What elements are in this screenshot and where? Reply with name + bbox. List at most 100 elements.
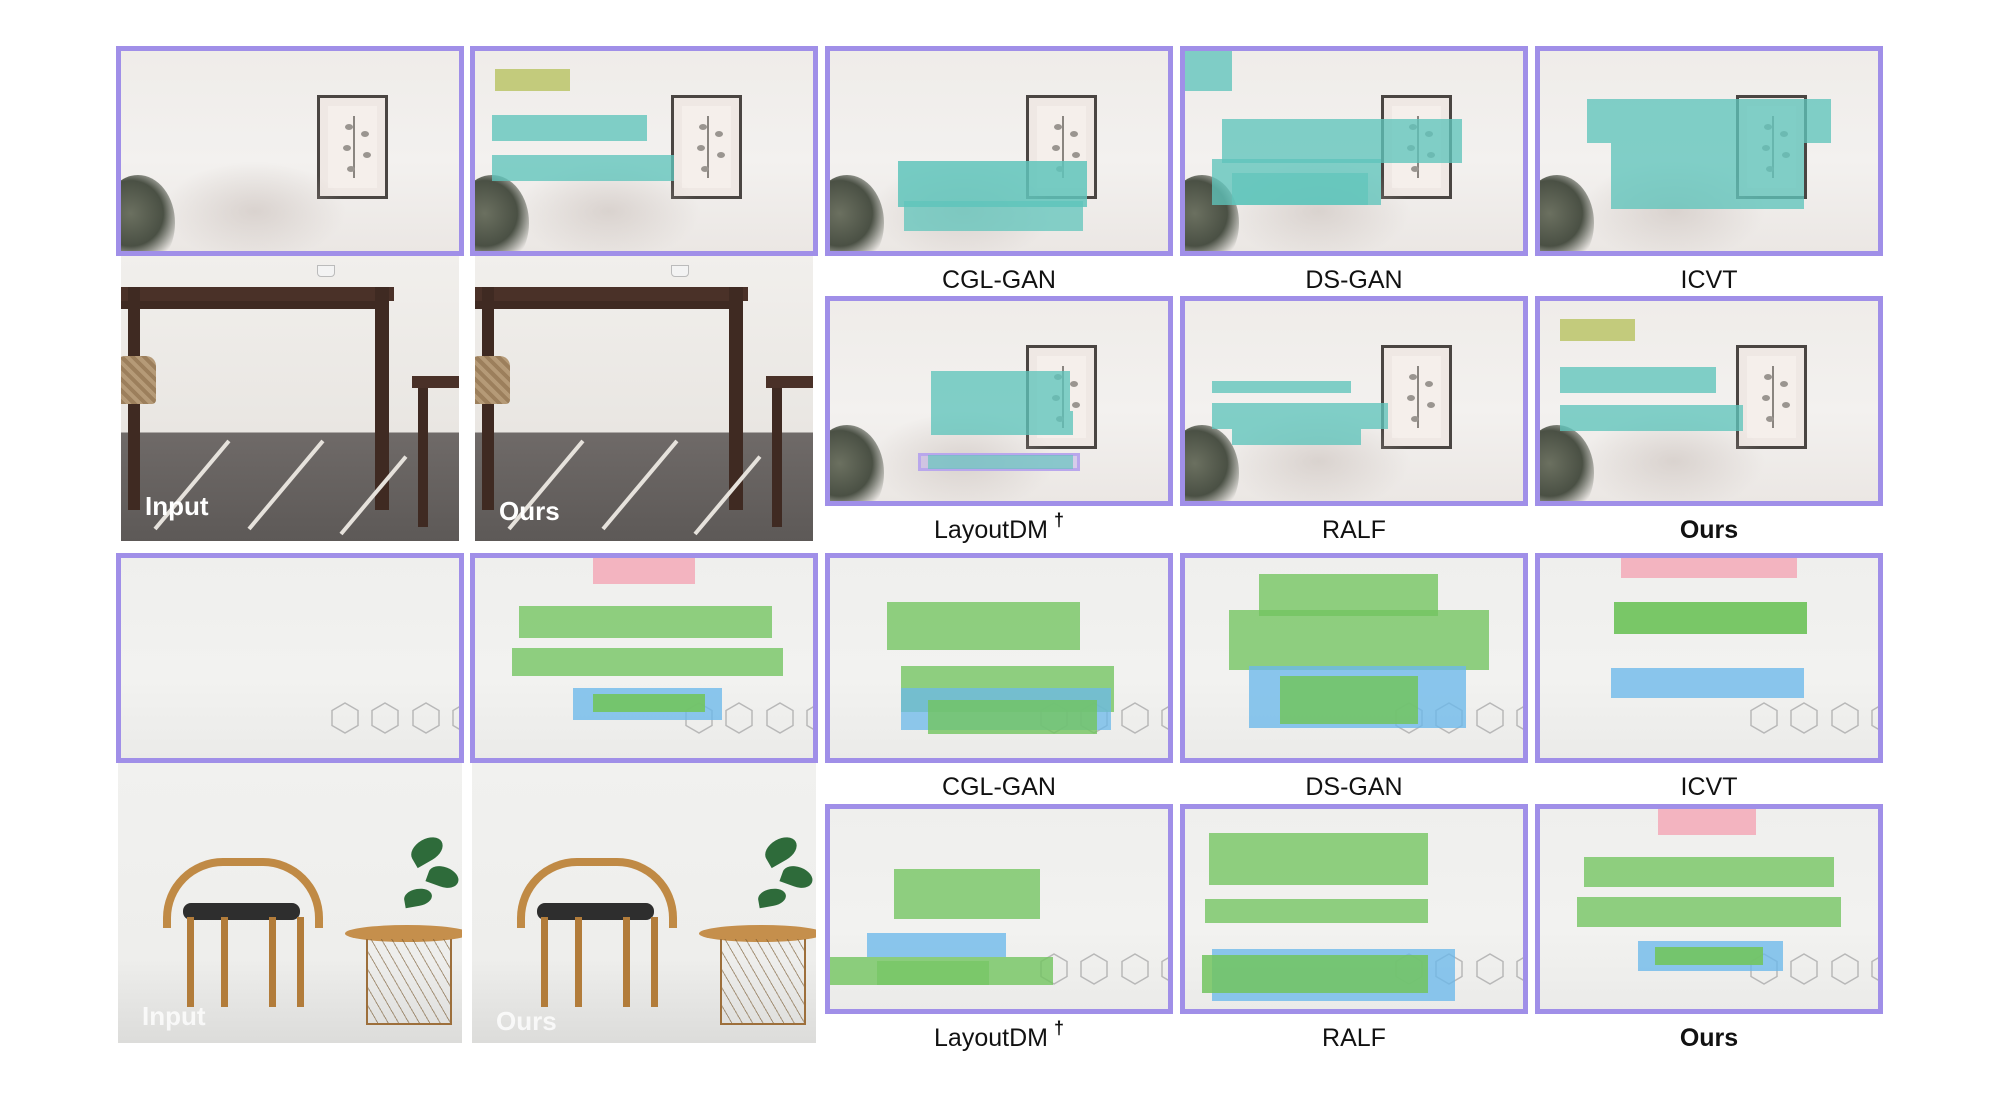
caption: LayoutDM† xyxy=(825,510,1173,545)
caption: ICVT xyxy=(1535,773,1883,802)
text-box xyxy=(1614,602,1808,634)
ours-crop-1 xyxy=(470,46,818,256)
table-leg xyxy=(728,287,743,510)
chair-leg xyxy=(623,917,631,1007)
text-box xyxy=(1212,403,1388,429)
text-box xyxy=(1610,175,1804,209)
chair-leg xyxy=(296,917,304,1007)
text-box xyxy=(1222,119,1463,163)
caption-text: LayoutDM xyxy=(934,516,1048,544)
dagger-mark: † xyxy=(1053,510,1064,530)
text-box xyxy=(1560,367,1716,393)
picture-leaf xyxy=(696,144,705,151)
hexagon-outline-icon xyxy=(1161,957,1168,981)
chair-seat xyxy=(765,375,813,388)
image-label: Input xyxy=(142,1001,206,1031)
hexagon-outline-icon xyxy=(725,702,753,734)
text-box xyxy=(491,155,675,181)
text-box xyxy=(1232,173,1368,205)
caption-text: DS-GAN xyxy=(1305,266,1403,294)
caption: DS-GAN xyxy=(1180,773,1528,802)
ralf-result-2 xyxy=(1180,804,1528,1014)
text-box xyxy=(904,201,1084,231)
underlay-box xyxy=(1621,558,1797,578)
hexagon-outline-icon xyxy=(411,702,440,734)
hexagon-outline-icon xyxy=(452,706,459,730)
picture-leaf xyxy=(1051,144,1060,151)
table-apron xyxy=(121,301,385,310)
picture-leaf xyxy=(1071,152,1080,159)
hexagon-outline-icon xyxy=(1516,706,1523,730)
picture-leaf xyxy=(361,131,370,138)
logo-box xyxy=(1560,319,1635,341)
caption-text: RALF xyxy=(1322,516,1386,544)
hexagon-outline-icon xyxy=(765,702,794,734)
picture-leaf xyxy=(347,165,355,172)
chair-leg xyxy=(221,917,229,1007)
text-box xyxy=(518,606,773,638)
text-box xyxy=(1228,610,1490,670)
cup-icon xyxy=(317,264,336,277)
picture-leaf xyxy=(1426,402,1435,409)
hexagon-outline-icon xyxy=(371,702,399,734)
caption-text: RALF xyxy=(1322,1024,1386,1052)
hexagon-outline-icon xyxy=(1871,706,1878,730)
hexagon-outline-icon xyxy=(1790,702,1818,734)
icvt-result-1 xyxy=(1535,46,1883,256)
hexagon-outline-icon xyxy=(1871,957,1878,981)
ds-gan-result-1 xyxy=(1180,46,1528,256)
caption-text: ICVT xyxy=(1680,773,1738,801)
caption: Ours xyxy=(1535,1024,1883,1053)
text-box xyxy=(887,602,1081,650)
text-box xyxy=(512,648,783,676)
caption: LayoutDM† xyxy=(825,1018,1173,1053)
ours-scene-1: Ours xyxy=(475,256,813,541)
table-apron xyxy=(475,301,739,310)
hexagon-outline-icon xyxy=(1830,702,1859,734)
underlay-box xyxy=(1658,809,1757,835)
hexagon-outline-icon xyxy=(806,706,813,730)
side-table-icon xyxy=(699,925,816,943)
picture-leaf xyxy=(1780,381,1789,388)
caption: RALF xyxy=(1180,1024,1528,1053)
picture-stem xyxy=(1416,365,1419,429)
picture-stem xyxy=(706,115,709,179)
table-icon xyxy=(475,287,749,302)
picture-leaf xyxy=(1070,381,1079,388)
side-table-base xyxy=(365,939,453,1026)
chair-leg xyxy=(540,917,548,1007)
picture-leaf xyxy=(1408,374,1417,380)
table-leg xyxy=(374,287,389,510)
image-label: Ours xyxy=(496,1006,557,1036)
basket-icon xyxy=(121,355,156,405)
plant-leaf-icon xyxy=(761,831,803,869)
picture-leaf xyxy=(1053,124,1062,130)
picture-leaf xyxy=(344,124,353,130)
text-box xyxy=(1654,947,1764,965)
dagger-mark: † xyxy=(1053,1018,1064,1038)
picture-leaf xyxy=(716,152,725,159)
hexagon-outline-icon xyxy=(330,702,359,734)
caption: DS-GAN xyxy=(1180,266,1528,295)
underlay-box xyxy=(867,933,1006,957)
caption: CGL-GAN xyxy=(825,266,1173,295)
picture-stem xyxy=(1771,365,1774,429)
picture-leaf xyxy=(1781,402,1790,409)
text-box xyxy=(1279,676,1419,724)
text-box xyxy=(1232,429,1361,445)
text-box xyxy=(897,161,1087,207)
picture-leaf xyxy=(1070,131,1079,138)
image-label: Ours xyxy=(499,496,560,526)
caption: Ours xyxy=(1535,516,1883,545)
plant-leaf-icon xyxy=(425,861,461,891)
hexagon-outline-icon xyxy=(1475,702,1504,734)
picture-leaf xyxy=(1761,394,1770,401)
input-crop-2 xyxy=(116,553,464,763)
framed-picture-icon xyxy=(1381,345,1452,449)
ours-result-2 xyxy=(1535,804,1883,1014)
hexagon-outline-icon xyxy=(1161,706,1168,730)
text-box xyxy=(593,694,705,712)
caption-text: DS-GAN xyxy=(1305,773,1403,801)
picture-stem xyxy=(352,115,355,179)
picture-leaf xyxy=(1411,165,1419,172)
